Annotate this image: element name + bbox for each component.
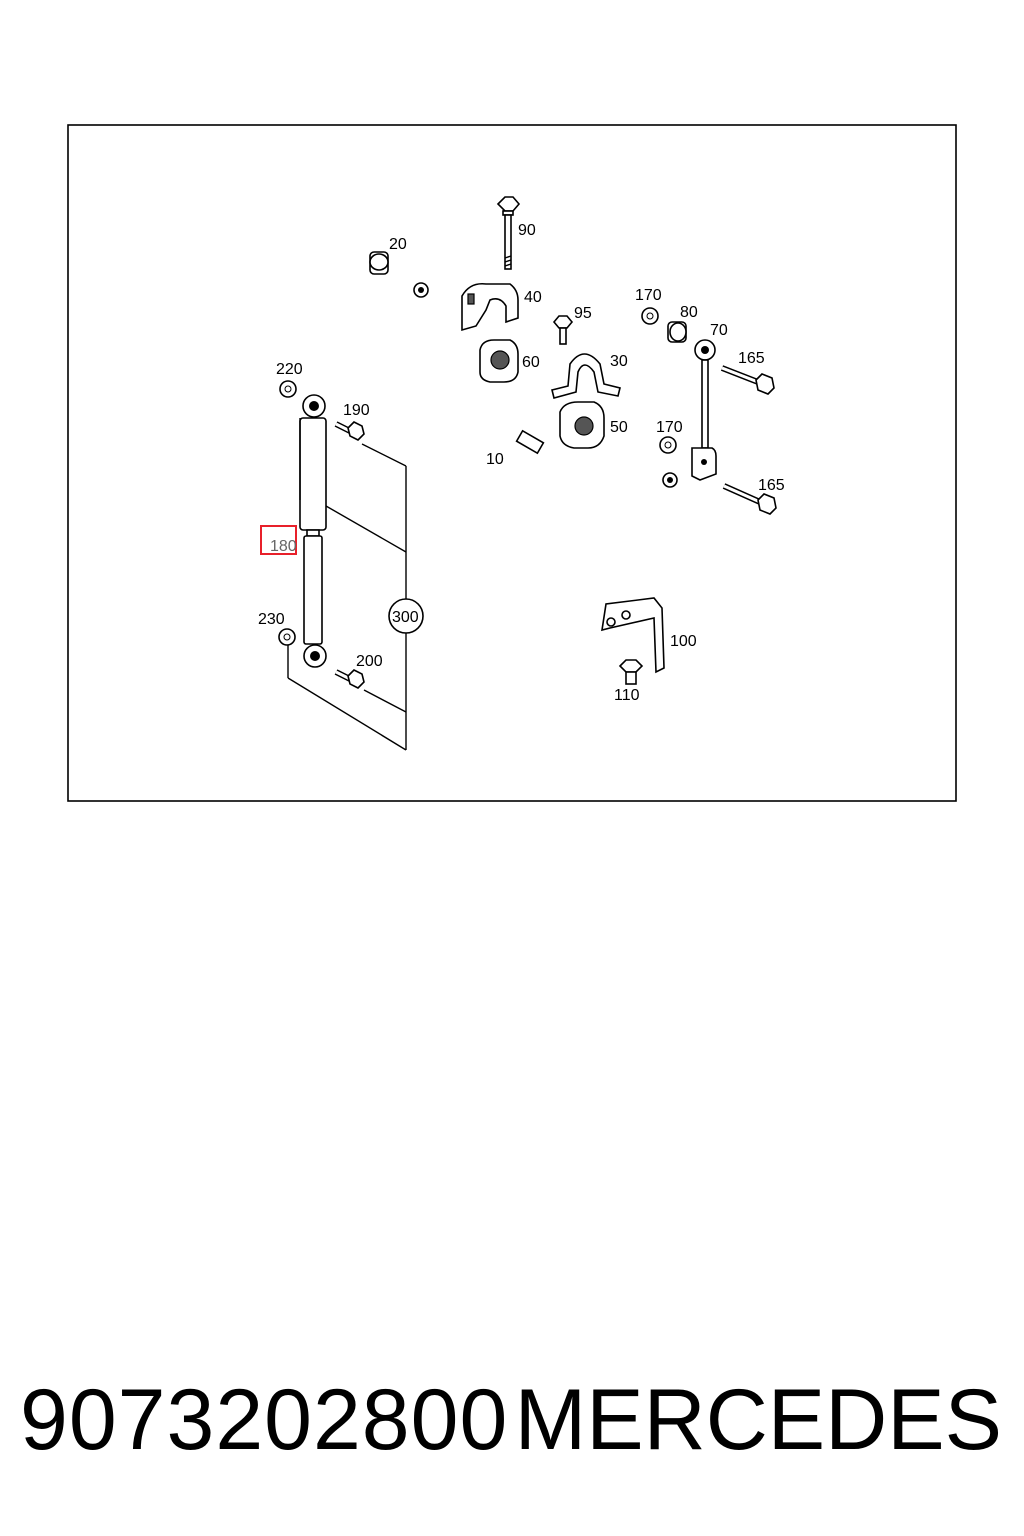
bush-80[interactable] <box>667 321 687 343</box>
bolt-200[interactable] <box>334 669 365 689</box>
label-200: 200 <box>356 653 383 670</box>
label-165-top: 165 <box>738 350 765 367</box>
part-number: 9073202800 <box>20 1372 509 1468</box>
brand-name: MERCEDES <box>514 1372 1002 1468</box>
label-110: 110 <box>614 687 640 704</box>
label-50: 50 <box>610 419 628 436</box>
washer-230[interactable] <box>278 628 296 646</box>
bushing-60[interactable] <box>479 339 519 383</box>
bolt-95[interactable] <box>552 315 574 345</box>
label-40: 40 <box>524 289 542 306</box>
bushing-50[interactable] <box>559 401 605 449</box>
label-170-bottom: 170 <box>656 419 683 436</box>
label-230: 230 <box>258 611 285 628</box>
label-300: 300 <box>392 609 419 626</box>
bolt-190[interactable] <box>334 421 365 441</box>
label-180: 180 <box>270 538 297 555</box>
label-95: 95 <box>574 305 592 322</box>
bolt-165-top[interactable] <box>720 365 775 395</box>
shock-absorber-180[interactable] <box>299 394 327 668</box>
label-170-top: 170 <box>635 287 662 304</box>
washer-170-bottom[interactable] <box>659 436 677 454</box>
label-60: 60 <box>522 354 540 371</box>
bush-20[interactable] <box>369 251 389 275</box>
bolt-90[interactable] <box>496 196 521 270</box>
diagram-frame <box>67 124 957 802</box>
kit-300-bracket <box>287 418 407 751</box>
highlight-box <box>260 525 297 555</box>
label-30: 30 <box>610 353 628 370</box>
clamp-30[interactable] <box>551 353 621 399</box>
label-10: 10 <box>486 451 504 468</box>
bolt-110[interactable] <box>618 659 644 685</box>
bracket-40[interactable] <box>461 282 519 332</box>
link-rod-70[interactable] <box>691 339 717 481</box>
footer: 9073202800 MERCEDES <box>0 1365 1024 1475</box>
stabilizer-bar[interactable] <box>335 282 678 509</box>
bolt-165-bottom[interactable] <box>722 483 777 515</box>
label-190: 190 <box>343 402 370 419</box>
washer-220[interactable] <box>279 380 297 398</box>
label-220: 220 <box>276 361 303 378</box>
label-90: 90 <box>518 222 536 239</box>
label-70: 70 <box>710 322 728 339</box>
washer-170-top[interactable] <box>641 307 659 325</box>
label-100: 100 <box>670 633 697 650</box>
kit-300-badge[interactable] <box>388 598 424 634</box>
label-165-bottom: 165 <box>758 477 785 494</box>
label-20: 20 <box>389 236 407 253</box>
label-80: 80 <box>680 304 698 321</box>
bracket-100[interactable] <box>601 597 665 674</box>
